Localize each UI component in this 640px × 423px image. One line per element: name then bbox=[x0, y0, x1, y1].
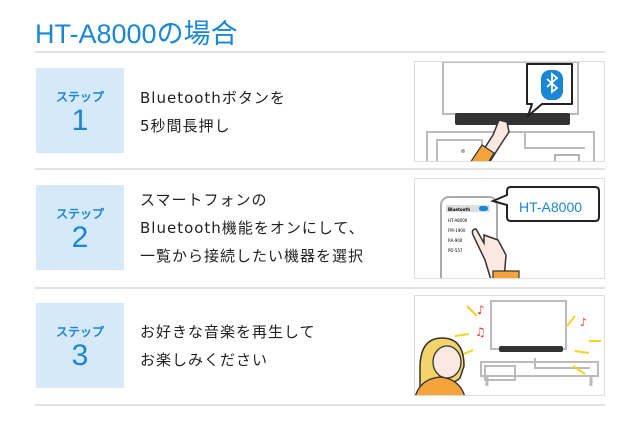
desc-line: 一覧から接続したい機器を選択 bbox=[140, 247, 365, 265]
desc-line: 5秒間長押し bbox=[140, 117, 231, 135]
step-number: 1 bbox=[71, 104, 89, 137]
step-3-illustration: ♪ ♫ ♪ bbox=[414, 295, 605, 396]
divider bbox=[35, 168, 605, 170]
phone-header: Bluetooth bbox=[448, 207, 470, 212]
desc-line: お楽しみください bbox=[140, 351, 269, 369]
step-1-illustration bbox=[414, 61, 605, 162]
step-1-description: Bluetoothボタンを 5秒間長押し bbox=[140, 84, 286, 140]
step-3-badge: ステップ 3 bbox=[36, 303, 124, 388]
svg-text:♪: ♪ bbox=[477, 303, 485, 317]
step-2-description: スマートフォンの Bluetooth機能をオンにして、 一覧から接続したい機器を… bbox=[140, 186, 365, 270]
step-2-badge: ステップ 2 bbox=[36, 185, 124, 270]
phone-device-item: PD-557 bbox=[448, 248, 463, 253]
step-number: 3 bbox=[71, 339, 89, 372]
step-label: ステップ bbox=[55, 90, 104, 104]
device-bubble: HT-A8000 bbox=[519, 199, 582, 215]
divider bbox=[35, 287, 605, 289]
divider bbox=[35, 404, 605, 406]
divider bbox=[35, 51, 605, 53]
phone-device-item: FM-1900 bbox=[448, 228, 466, 233]
desc-line: Bluetoothボタンを bbox=[140, 89, 286, 107]
page-title: HT-A8000の場合 bbox=[35, 19, 238, 49]
step-label: ステップ bbox=[55, 325, 104, 339]
step-3-description: お好きな音楽を再生して お楽しみください bbox=[140, 318, 316, 374]
step-1-badge: ステップ 1 bbox=[36, 68, 124, 153]
step-label: ステップ bbox=[55, 207, 104, 221]
step-number: 2 bbox=[71, 221, 89, 254]
svg-text:♫: ♫ bbox=[475, 325, 486, 339]
phone-device-item: RA-900 bbox=[448, 238, 463, 243]
step-2-illustration: Bluetooth HT-A8000 FM-1900 RA-900 PD-557… bbox=[414, 178, 605, 279]
svg-text:♪: ♪ bbox=[580, 316, 587, 329]
desc-line: Bluetooth機能をオンにして、 bbox=[140, 219, 365, 237]
desc-line: スマートフォンの bbox=[140, 191, 268, 209]
phone-device-item: HT-A8000 bbox=[448, 218, 468, 223]
hand-icon bbox=[471, 228, 520, 278]
desc-line: お好きな音楽を再生して bbox=[140, 323, 316, 341]
